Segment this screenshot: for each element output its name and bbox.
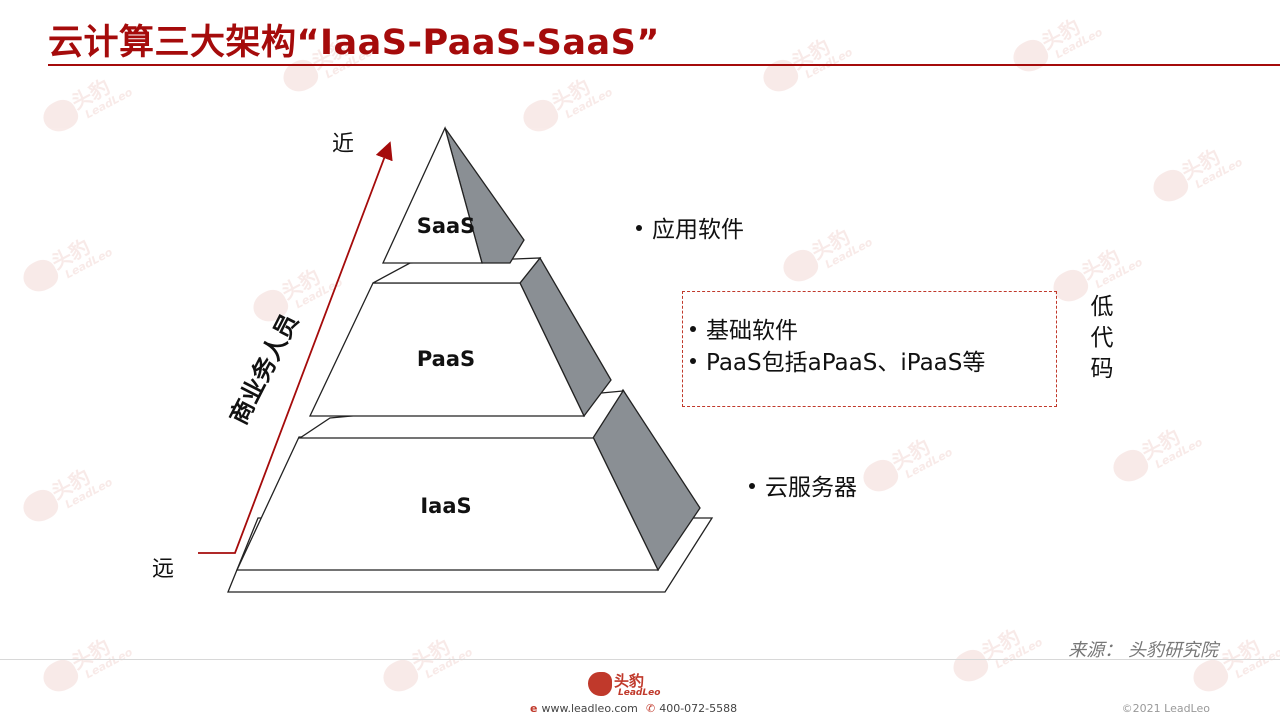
- level-label-iaas: IaaS: [420, 494, 472, 518]
- source-note: 来源： 头豹研究院: [1068, 640, 1218, 661]
- bullet-dot: [690, 357, 696, 364]
- paas-description-item: PaaS包括aPaaS、iPaaS等: [690, 343, 985, 377]
- bullet-dot: [636, 224, 642, 231]
- proximity-axis-arrow: [198, 141, 393, 554]
- footer-phone: ✆400-072-5588: [646, 702, 738, 715]
- paas-description-item: 基础软件: [690, 311, 798, 345]
- axis-near-label: 近: [332, 132, 355, 157]
- low-code-label: 低 代 码: [1090, 294, 1114, 382]
- level-label-saas: SaaS: [416, 214, 476, 238]
- bullet-dot: [690, 325, 696, 332]
- level-label-paas: PaaS: [416, 347, 476, 371]
- phone-icon: ✆: [646, 702, 656, 715]
- axis-far-label: 远: [152, 557, 175, 582]
- saas-description: 应用软件: [636, 210, 744, 244]
- page-title: 云计算三大架构“IaaS-PaaS-SaaS”: [48, 23, 660, 63]
- footer-logo: 头豹 LeadLeo: [588, 670, 668, 700]
- paas-description-box: [682, 291, 1057, 407]
- bullet-dot: [749, 482, 755, 489]
- iaas-description: 云服务器: [749, 468, 857, 502]
- footer-divider: [0, 659, 1280, 660]
- title-underline: [48, 64, 1280, 66]
- leopard-head-icon: [588, 672, 612, 696]
- pyramid-level-saas[interactable]: [381, 126, 483, 264]
- saas-slab: [372, 257, 542, 284]
- copyright: ©2021 LeadLeo: [1121, 702, 1210, 715]
- globe-icon: e: [530, 702, 538, 715]
